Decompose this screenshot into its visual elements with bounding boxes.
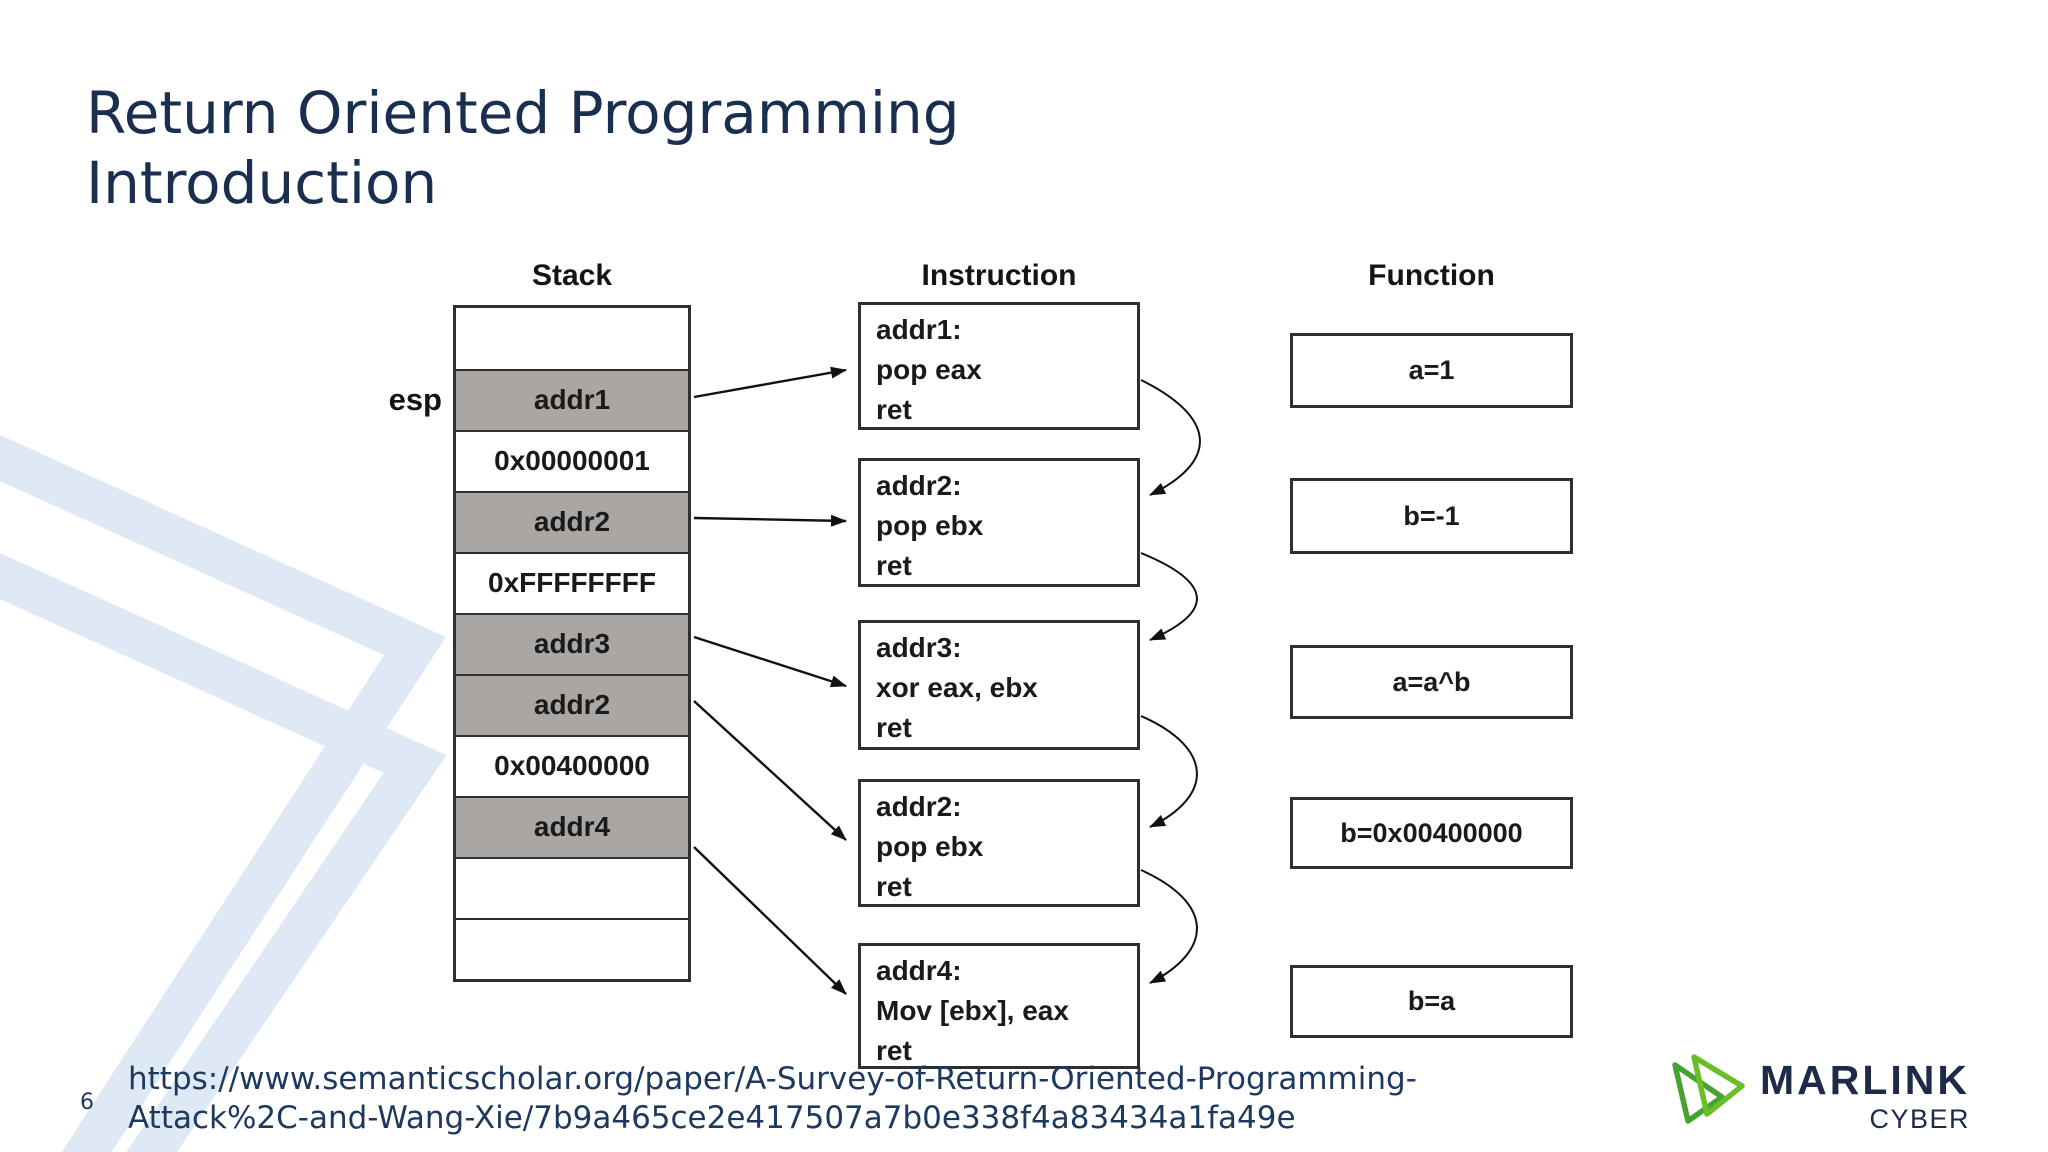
page-title-line1: Return Oriented Programming [86, 79, 960, 147]
instruction-line: addr1: [876, 314, 962, 345]
stack-cell-0x00400000: 0x00400000 [456, 735, 688, 796]
instruction-line: addr4: [876, 955, 962, 986]
instruction-line: addr2: [876, 470, 962, 501]
stack-cell-empty-top [456, 308, 688, 369]
instruction-line: ret [876, 871, 912, 902]
marlink-logo-text: MARLINK [1759, 1057, 1970, 1103]
stack-cell-0x00000001: 0x00000001 [456, 430, 688, 491]
stack-cell-empty-2 [456, 918, 688, 979]
marlink-logo-subtext: CYBER [1869, 1104, 1970, 1134]
marlink-logo: MARLINK CYBER [1660, 1050, 1970, 1142]
instruction-line: ret [876, 394, 912, 425]
function-box-a-eq-1: a=1 [1290, 333, 1573, 408]
stack-column-header: Stack [531, 259, 613, 292]
esp-register-label: esp [388, 382, 442, 417]
instruction-box-addr2-2: addr2: pop ebx ret [858, 779, 1140, 907]
instruction-line: Mov [ebx], eax [876, 995, 1069, 1026]
stack-cell-0xFFFFFFFF: 0xFFFFFFFF [456, 552, 688, 613]
page-title-line2: Introduction [86, 149, 438, 217]
instruction-line: ret [876, 550, 912, 581]
stack-cell-addr2-2: addr2 [456, 674, 688, 735]
page-number: 6 [80, 1090, 94, 1115]
instruction-line: addr3: [876, 632, 962, 663]
function-column-header: Function [1368, 259, 1495, 292]
instruction-box-addr4: addr4: Mov [ebx], eax ret [858, 943, 1140, 1069]
function-box-b-eq-a: b=a [1290, 965, 1573, 1038]
stack-cell-addr2: addr2 [456, 491, 688, 552]
instruction-line: pop eax [876, 354, 982, 385]
instruction-box-addr3: addr3: xor eax, ebx ret [858, 620, 1140, 750]
function-box-a-xor-b: a=a^b [1290, 645, 1573, 719]
instruction-line: addr2: [876, 791, 962, 822]
page-title: Return Oriented Programming Introduction [86, 78, 960, 218]
function-box-b-eq-neg1: b=-1 [1290, 478, 1573, 554]
function-box-b-eq-0x00400000: b=0x00400000 [1290, 797, 1573, 869]
stack-cell-empty-1 [456, 857, 688, 918]
instruction-box-addr1: addr1: pop eax ret [858, 302, 1140, 430]
instruction-line: xor eax, ebx [876, 672, 1038, 703]
marlink-play-chevron-icon [1672, 1054, 1745, 1124]
source-url-line1[interactable]: https://www.semanticscholar.org/paper/A-… [128, 1061, 1417, 1097]
instruction-line: pop ebx [876, 510, 984, 541]
instruction-line: ret [876, 712, 912, 743]
chevron-stripe-outer [0, 435, 446, 1152]
instruction-line: pop ebx [876, 831, 984, 862]
stack-table: addr1 0x00000001 addr2 0xFFFFFFFF addr3 … [453, 305, 691, 982]
instruction-column-header: Instruction [921, 259, 1077, 292]
stack-cell-addr1: addr1 [456, 369, 688, 430]
instruction-box-addr2: addr2: pop ebx ret [858, 458, 1140, 587]
source-url-link[interactable]: https://www.semanticscholar.org/paper/A-… [128, 1060, 1417, 1138]
stack-cell-addr4: addr4 [456, 796, 688, 857]
stack-cell-addr3: addr3 [456, 613, 688, 674]
chevron-stripe-inner [0, 553, 447, 1152]
instruction-line: ret [876, 1035, 912, 1066]
source-url-line2[interactable]: Attack%2C-and-Wang-Xie/7b9a465ce2e417507… [128, 1100, 1296, 1136]
